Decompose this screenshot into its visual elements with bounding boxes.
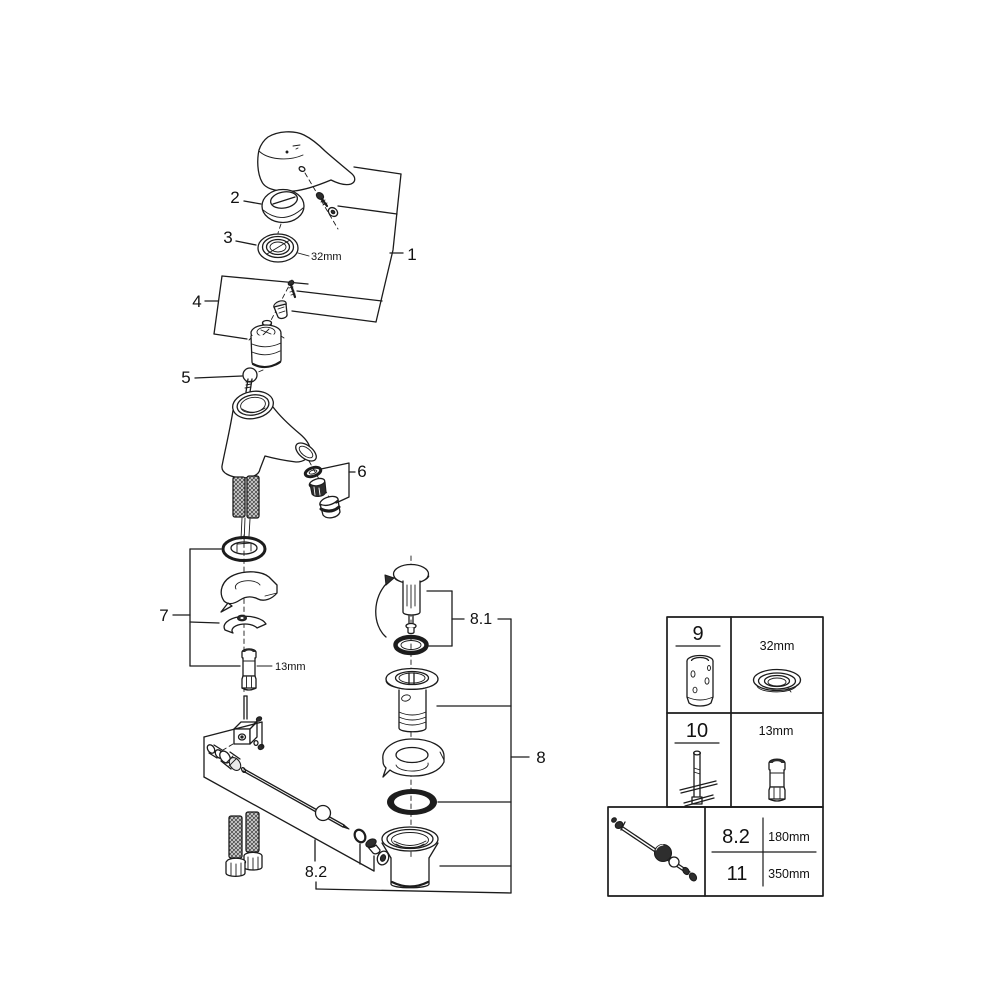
tool-9-number: 9	[692, 623, 703, 645]
tool-9-socket-tool-icon	[686, 654, 714, 707]
socket-13mm-icon	[768, 758, 786, 802]
part-faucet-body	[221, 378, 317, 479]
callout-3-label: 3	[223, 228, 232, 247]
pull-rod-icon	[611, 817, 698, 882]
callout-8-1-label: 8.1	[470, 611, 492, 628]
hose-nut	[225, 857, 247, 878]
row-11-length: 350mm	[768, 867, 810, 881]
parts-length-table: 8.2 180mm 11 350mm	[607, 806, 824, 897]
part-8-2-knurled-knob	[219, 750, 242, 771]
tool-10-dimension: 13mm	[759, 724, 794, 738]
callout-1: 1	[291, 166, 417, 323]
tool-9-dimension: 32mm	[760, 639, 795, 653]
tool-10-t-wrench-icon	[679, 750, 718, 807]
callout-4-label: 4	[192, 292, 201, 311]
callout-8-2-label: 8.2	[305, 864, 327, 881]
part-6-aerator-group: 6	[303, 460, 367, 519]
part-handle-screw-and-nut	[304, 172, 339, 230]
ring-nut-32mm-icon	[752, 668, 802, 693]
callout-6-label: 6	[357, 462, 366, 481]
part-3-ring-nut-32mm: 3 32mm	[223, 223, 342, 263]
row-8-2-length: 180mm	[768, 830, 810, 844]
callout-5-label: 5	[181, 368, 190, 387]
part-8-2-pull-rod-group: 8.2	[203, 695, 381, 890]
callout-2-label: 2	[230, 188, 239, 207]
part-flexible-hoses-upper	[232, 475, 260, 545]
part-4-cartridge-group: 4	[192, 275, 309, 369]
row-11-item: 11	[727, 863, 748, 885]
part-3-dimension-label: 32mm	[311, 251, 342, 263]
row-8-2-item: 8.2	[722, 826, 750, 848]
part-2-trim-ring: 2	[230, 188, 305, 224]
hose-nut	[243, 851, 263, 871]
tool-10-number: 10	[686, 720, 708, 742]
tools-table: 9 32mm 10	[666, 616, 824, 808]
callout-1-label: 1	[407, 245, 416, 264]
callout-8-label: 8	[536, 748, 545, 767]
part-7-fastening-set: 7 13mm	[159, 534, 306, 694]
part-7-dimension-label: 13mm	[275, 661, 306, 673]
callout-7-label: 7	[159, 606, 168, 625]
part-8-waste-set: 8	[315, 618, 546, 894]
part-lever-handle	[257, 131, 356, 192]
part-5-ball: 5	[181, 367, 264, 387]
part-8-1-stopper-group: 8.1	[375, 563, 512, 656]
part-flexible-hoses-lower	[225, 811, 263, 878]
part-7-socket-13mm	[241, 648, 257, 691]
